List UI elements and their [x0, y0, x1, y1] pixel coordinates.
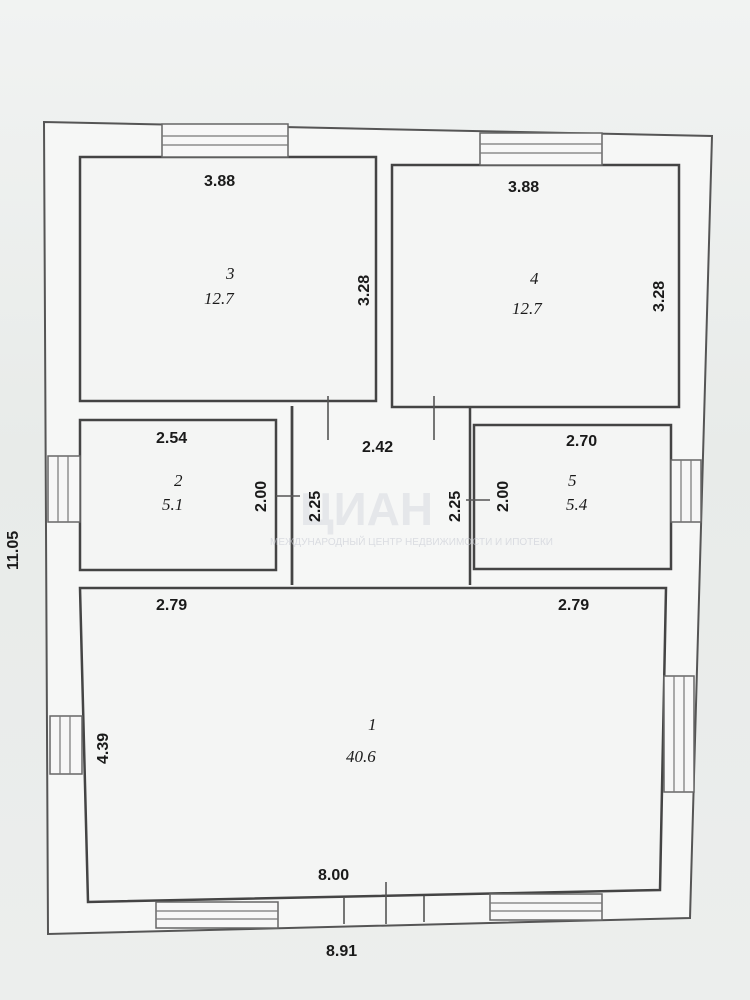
- room-4: [390, 163, 681, 409]
- window-bottom-left: [155, 901, 279, 929]
- overall-width-dim: 8.91: [326, 943, 357, 960]
- room-2: [78, 418, 278, 572]
- room-2-number: 2: [174, 471, 183, 490]
- room-1: [78, 586, 668, 904]
- room-5-top-dim: 2.70: [566, 433, 597, 450]
- room-3: [78, 155, 378, 403]
- room-5-area: 5.4: [566, 495, 588, 514]
- window-right-lower: [663, 675, 695, 793]
- room-3-number: 3: [225, 264, 235, 283]
- window-right-upper: [670, 459, 702, 523]
- room-5-number: 5: [568, 471, 577, 490]
- overall-height-dim: 11.05: [5, 531, 22, 570]
- room-3-area: 12.7: [204, 289, 235, 308]
- room-4-side-dim: 3.28: [651, 281, 668, 312]
- room-1-top-left-dim: 2.79: [156, 597, 187, 614]
- watermark-subtitle: МЕЖДУНАРОДНЫЙ ЦЕНТР НЕДВИЖИМОСТИ И ИПОТЕ…: [270, 535, 553, 548]
- window-left-lower: [49, 715, 83, 775]
- corridor-width-dim: 2.42: [362, 439, 393, 456]
- room-1-number: 1: [368, 715, 377, 734]
- inner-width-dim: 8.00: [318, 867, 349, 884]
- watermark-brand: ЦИАН: [300, 483, 433, 535]
- room-1-area: 40.6: [346, 747, 376, 766]
- room-4-top-dim: 3.88: [508, 179, 539, 196]
- room-1-side-dim: 4.39: [95, 733, 112, 764]
- door-marks: [276, 396, 490, 924]
- room-4-area: 12.7: [512, 299, 543, 318]
- room-1-top-right-dim: 2.79: [558, 597, 589, 614]
- window-left-upper: [47, 455, 81, 523]
- room-3-top-dim: 3.88: [204, 173, 235, 190]
- room-3-side-dim: 3.28: [356, 275, 373, 306]
- corridor-right-height: 2.25: [447, 491, 464, 522]
- window-bottom-right: [489, 893, 603, 921]
- room-2-top-dim: 2.54: [156, 430, 187, 447]
- room-2-area: 5.1: [162, 495, 183, 514]
- window-top-left: [161, 123, 289, 158]
- room-4-number: 4: [530, 269, 539, 288]
- room-2-side-dim: 2.00: [253, 481, 270, 512]
- room-5: [472, 423, 673, 571]
- window-top-right: [479, 132, 603, 166]
- room-5-side-dim: 2.00: [495, 481, 512, 512]
- corridor-left-height: 2.25: [307, 491, 324, 522]
